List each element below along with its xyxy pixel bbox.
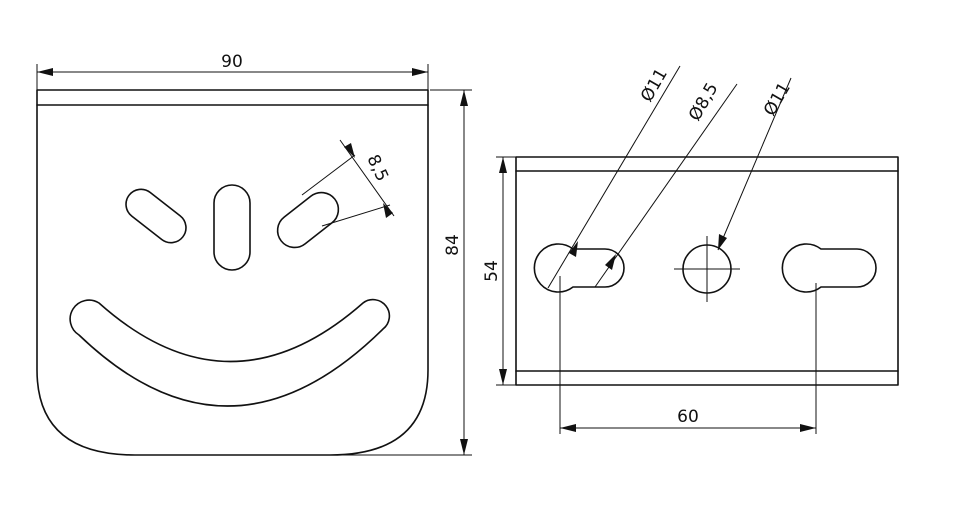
right-keyhole bbox=[781, 243, 877, 293]
front-view: 90 84 8,5 bbox=[36, 52, 472, 456]
spacing-dimension: 60 bbox=[559, 276, 817, 434]
hole1-leader: Ø11 bbox=[547, 65, 681, 289]
hole2-dim-label: Ø8,5 bbox=[685, 79, 723, 124]
hole3-dim-label: Ø11 bbox=[760, 79, 795, 119]
side-outline bbox=[515, 156, 899, 386]
hole2-leader: Ø8,5 bbox=[594, 79, 738, 288]
slot-dim-label: 8,5 bbox=[362, 152, 392, 185]
width-dimension: 90 bbox=[36, 52, 429, 90]
left-eye-slot bbox=[125, 188, 187, 244]
hole3-leader: Ø11 bbox=[717, 77, 795, 251]
slot-width-dimension: 8,5 bbox=[301, 139, 395, 227]
center-eye-slot bbox=[213, 184, 251, 271]
left-keyhole bbox=[533, 243, 625, 293]
hole1-dim-label: Ø11 bbox=[637, 65, 672, 105]
height-dim-label: 84 bbox=[443, 234, 463, 256]
plate-outline bbox=[36, 89, 429, 456]
side-height-dimension: 54 bbox=[482, 156, 516, 386]
spacing-dim-label: 60 bbox=[677, 407, 699, 427]
height-dimension: 84 bbox=[330, 89, 472, 456]
side-height-dim-label: 54 bbox=[482, 260, 502, 282]
side-view: 54 60 Ø11 Ø8,5 Ø11 bbox=[482, 65, 899, 434]
smile-slot bbox=[69, 298, 391, 407]
width-dim-label: 90 bbox=[221, 52, 243, 72]
right-eye-slot bbox=[276, 191, 340, 249]
